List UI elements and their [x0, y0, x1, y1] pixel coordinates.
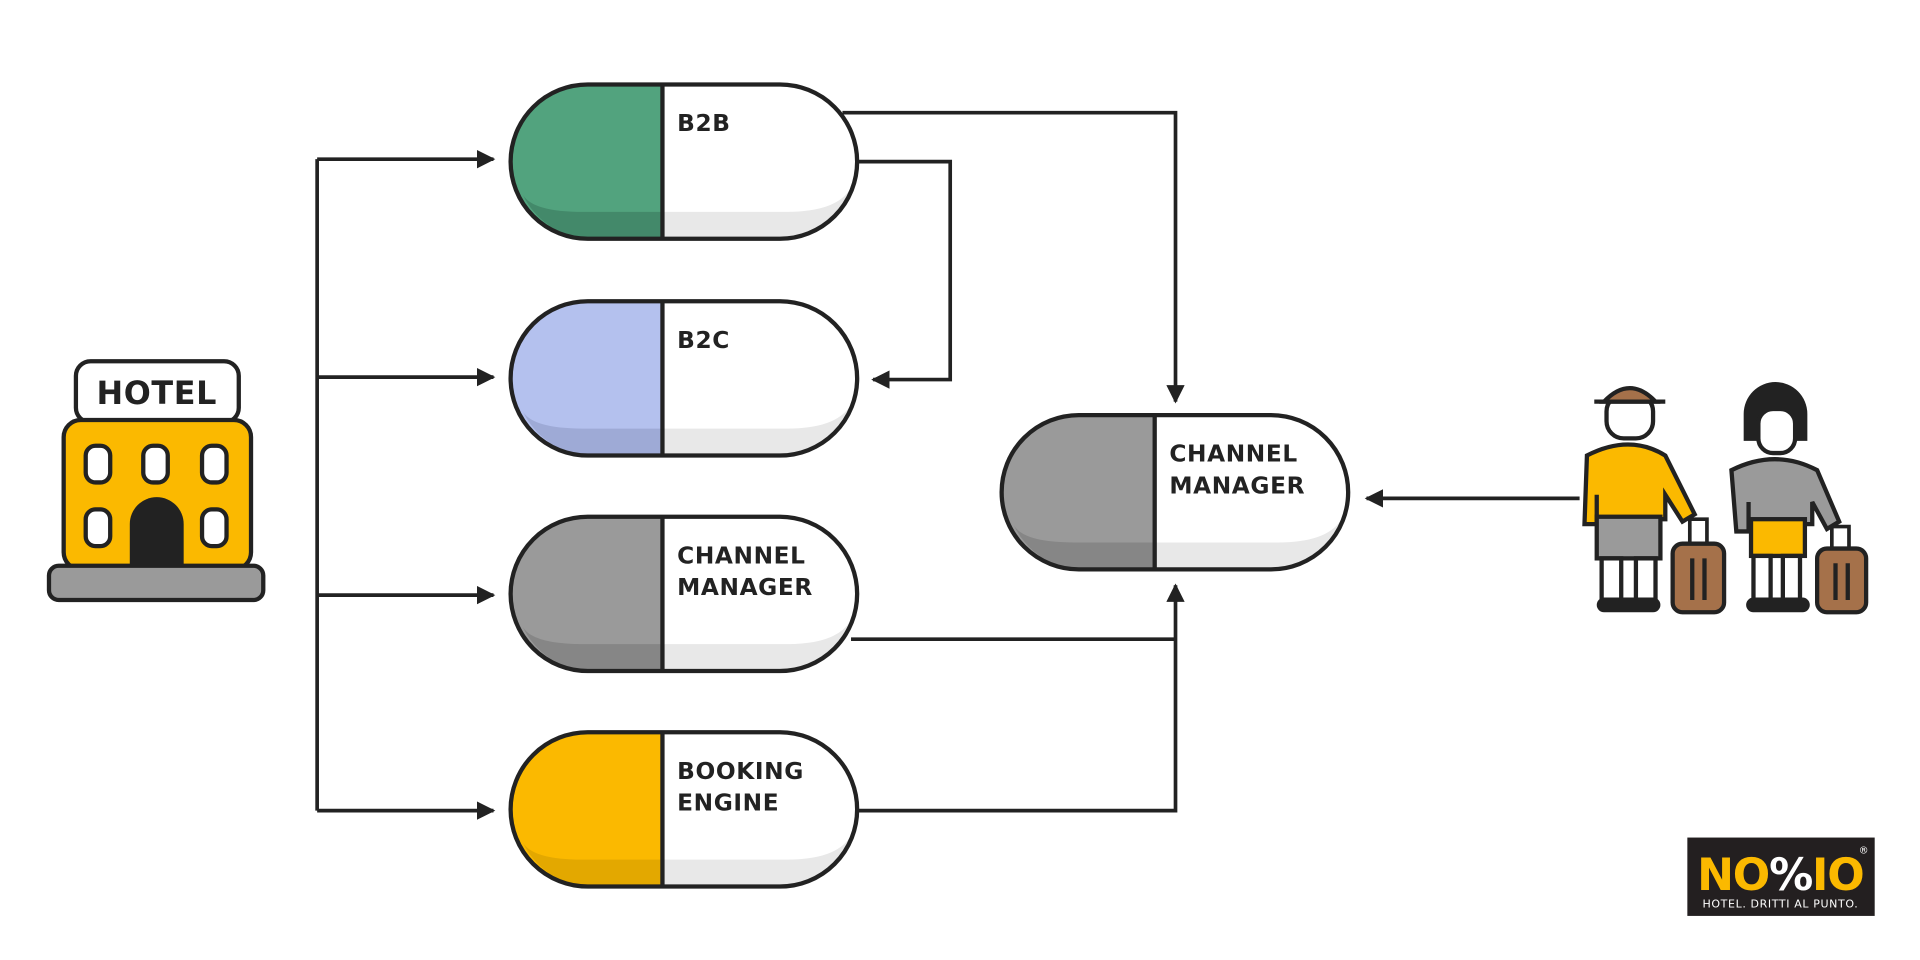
hotel-building-icon: HOTEL	[46, 359, 266, 603]
logo-tagline: HOTEL. DRITTI AL PUNTO.	[1702, 897, 1858, 910]
pill-label: BOOKING	[677, 758, 804, 785]
svg-text:NO%IO: NO%IO	[1697, 850, 1863, 901]
travelers-with-luggage-icon	[1582, 382, 1869, 615]
pill-booking-engine: BOOKING ENGINE	[508, 730, 860, 889]
arrow-b2b-to-b2c	[857, 159, 953, 389]
arrow-be-to-target	[857, 583, 1185, 813]
pill-b2c: B2C	[508, 299, 860, 458]
svg-text:®: ®	[1859, 845, 1869, 856]
nozio-logo: NO%IO ® HOTEL. DRITTI AL PUNTO.	[1687, 837, 1875, 916]
pill-label: CHANNEL	[1169, 441, 1297, 468]
pill-target-channel-manager: CHANNEL MANAGER	[999, 412, 1351, 572]
pill-b2b: B2B	[508, 82, 860, 241]
arrow-b2b-to-target	[842, 110, 1185, 404]
hotel-sign-label: HOTEL	[96, 374, 217, 412]
pill-label: CHANNEL	[677, 542, 805, 569]
pill-label: MANAGER	[677, 574, 813, 601]
pill-label: B2B	[677, 110, 730, 137]
pill-label: MANAGER	[1169, 472, 1305, 499]
connectors	[315, 110, 1580, 820]
pill-label: B2C	[677, 327, 730, 354]
pill-label: ENGINE	[677, 790, 779, 817]
pill-channel-manager: CHANNEL MANAGER	[508, 514, 860, 674]
